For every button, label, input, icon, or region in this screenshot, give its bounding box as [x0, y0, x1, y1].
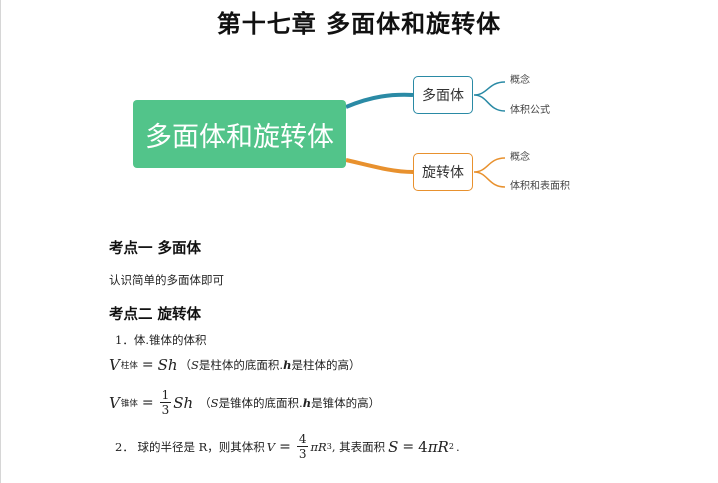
formula-rhs: Sh: [157, 356, 178, 374]
fraction-denominator: 3: [298, 447, 307, 461]
equals-sign: =: [141, 394, 154, 411]
formula-subscript: 锥体: [120, 398, 138, 409]
mindmap-leaf-revolution-volume-area: 体积和表面积: [510, 181, 570, 192]
formula-note-s: S: [210, 395, 219, 410]
mindmap-root: 多面体和旋转体: [133, 100, 346, 168]
formula-note-mid: 是锥体的底面积.: [218, 395, 303, 410]
section2-item1: 1．体.锥体的体积: [115, 333, 207, 347]
sphere-exponent: 3: [326, 442, 332, 451]
sphere-var-v: V: [266, 439, 276, 454]
mindmap-leaf-polyhedron-concept: 概念: [510, 75, 530, 86]
sphere-lead-text: 2． 球的半径是 R，则其体积: [115, 439, 265, 454]
formula-note-open: （: [199, 395, 211, 410]
sphere-end-period: .: [455, 439, 460, 454]
sphere-pi: π: [427, 437, 438, 456]
formula-var-v: V: [109, 393, 120, 412]
fraction-numerator: 1: [159, 388, 172, 403]
formula-note-h: h: [283, 358, 292, 372]
fraction-numerator: 4: [296, 432, 309, 447]
sphere-pi: π: [310, 439, 319, 454]
mindmap-node-polyhedron: 多面体: [413, 76, 473, 114]
bracket-polyhedron: [473, 81, 506, 112]
mindmap-node-solid-of-revolution: 旋转体: [413, 153, 473, 191]
equals-sign: =: [141, 357, 154, 373]
section1-heading: 考点一 多面体: [109, 241, 202, 257]
formula-note-open: （: [179, 358, 192, 372]
mindmap-leaf-polyhedron-volume: 体积公式: [510, 105, 550, 116]
formula-note-end: 是锥体的高）: [311, 395, 381, 410]
formula-note-end: 是柱体的高）: [291, 358, 361, 372]
sphere-exponent: 2: [448, 442, 454, 451]
sphere-var-s: S: [388, 437, 399, 456]
section1-text: 认识简单的多面体即可: [109, 273, 224, 287]
formula-subscript: 柱体: [120, 361, 138, 371]
formula-note-h: h: [302, 395, 312, 410]
sphere-mid-text: , 其表面积: [331, 439, 386, 454]
connector-root-solid-of-revolution: [345, 158, 414, 174]
sphere-r: R: [437, 437, 449, 456]
formula-note-s: S: [191, 358, 199, 372]
sphere-r: R: [318, 439, 327, 454]
sphere-coefficient: 4: [418, 437, 428, 456]
formula-rhs: Sh: [173, 393, 194, 412]
equals-sign: =: [402, 438, 415, 455]
equals-sign: =: [279, 438, 291, 455]
connector-root-polyhedron: [345, 92, 414, 109]
mindmap-leaf-revolution-concept: 概念: [510, 152, 530, 163]
fraction-denominator: 3: [161, 403, 170, 417]
bracket-solid-of-revolution: [473, 157, 506, 188]
chapter-title: 第十七章 多面体和旋转体: [216, 10, 502, 38]
section2-heading: 考点二 旋转体: [109, 307, 202, 323]
formula-note-mid: 是柱体的底面积.: [198, 358, 284, 372]
page-edge: [0, 0, 1, 483]
formula-var-v: V: [109, 356, 120, 374]
